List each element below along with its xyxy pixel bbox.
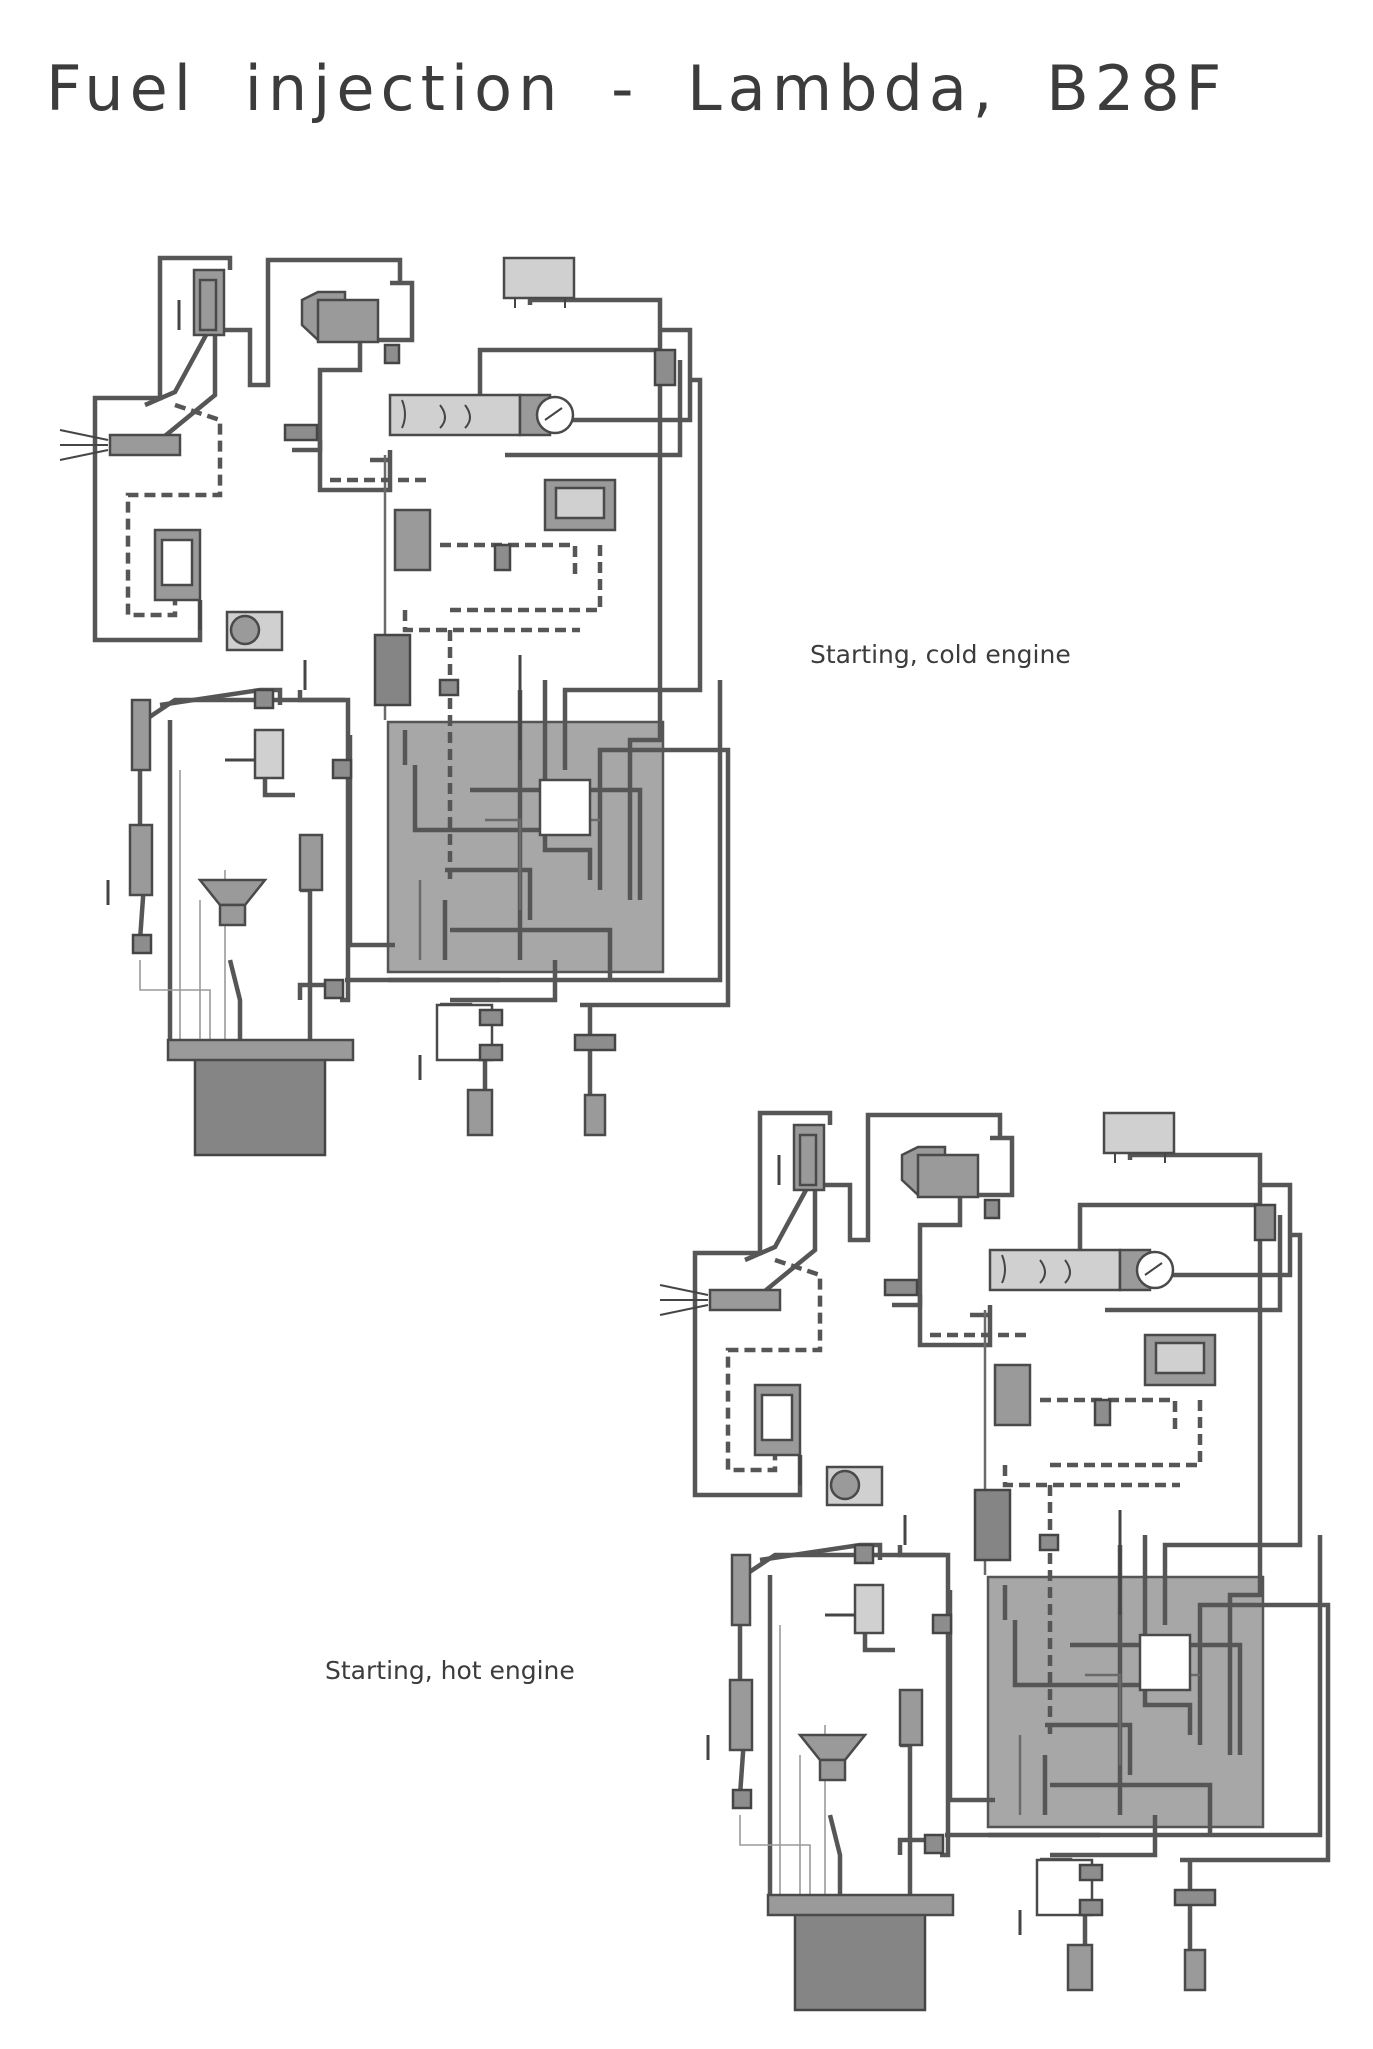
connectors — [131, 343, 677, 1062]
injector-1 — [130, 698, 152, 772]
components — [59, 256, 617, 1157]
temp-sensor-1 — [298, 833, 324, 892]
fuel-pump-2 — [583, 1093, 607, 1137]
lambda-sensor — [128, 823, 154, 897]
page-title: Fuel injection - Lambda, B28F — [46, 52, 1228, 125]
ignition-coil — [373, 633, 412, 707]
wiring-harness — [92, 255, 731, 1103]
fuel-pressure-regulator — [388, 393, 522, 437]
distributor-sensor — [393, 508, 432, 572]
dashed-harness — [125, 402, 603, 880]
caption-hot-start: Starting, hot engine — [325, 1656, 575, 1685]
caption-cold-start: Starting, cold engine — [810, 640, 1071, 669]
cold-start-injector — [108, 433, 182, 457]
relay-pump — [538, 778, 592, 837]
fuse-box — [502, 256, 576, 300]
schematic — [59, 255, 731, 1157]
fuel-pump — [466, 1088, 494, 1137]
throttle-dial — [535, 395, 575, 435]
throttle-switch — [253, 728, 285, 780]
control-unit — [193, 1043, 327, 1157]
ground-symbols — [106, 300, 522, 1080]
